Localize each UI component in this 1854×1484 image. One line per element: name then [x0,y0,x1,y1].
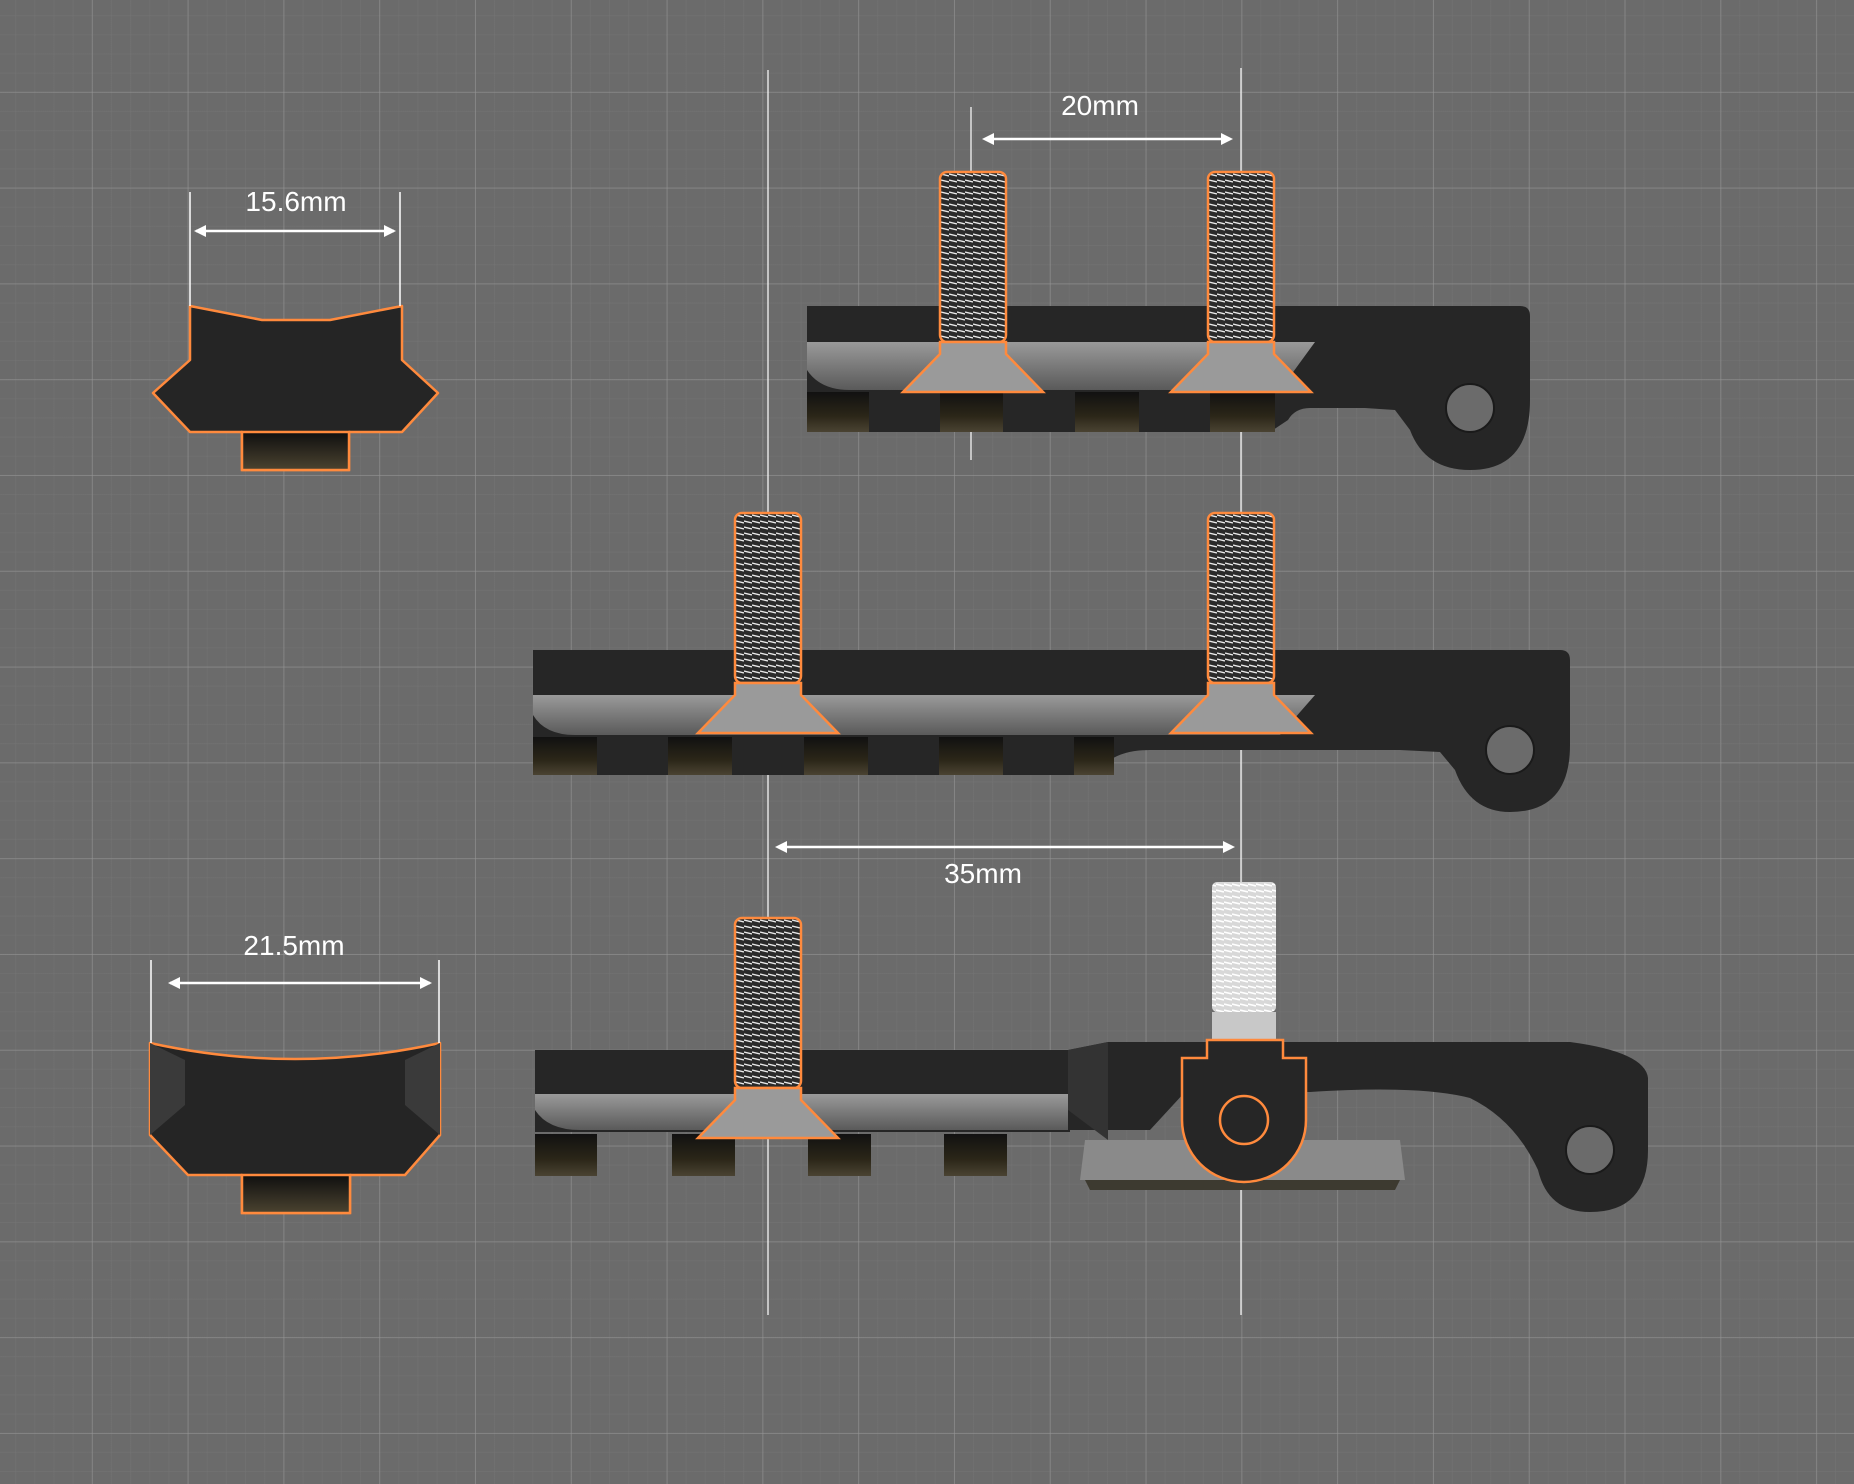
rail-slot [533,737,597,775]
mount-hole-icon [1445,383,1495,433]
rail-slot [939,737,1003,775]
dimension-label-20: 20mm [1061,90,1139,121]
rail-slot [668,737,732,775]
dimension-label-35: 35mm [944,858,1022,889]
profile-foot [240,1173,352,1215]
rail-slot [672,1134,735,1176]
rail-slot [535,1134,597,1176]
rail-slot [944,1134,1007,1176]
profile-section-small: 15.6mm [151,186,440,472]
dimension-label-21-5: 21.5mm [243,930,344,961]
clamp-pin-icon [1218,1094,1270,1146]
rail-long: 35mm [533,511,1570,889]
profile-section-large: 21.5mm [148,930,442,1215]
profile-foot [240,430,351,472]
dimension-label-15-6: 15.6mm [245,186,346,217]
mount-hole-icon [1485,725,1535,775]
rail-slot [804,737,868,775]
profile-body [151,304,440,472]
rail-clamp-assembly [535,882,1648,1212]
rail-short: 20mm [807,90,1530,470]
rail-slot [1210,392,1275,432]
rail-slot [807,392,869,432]
mount-hole-icon [1565,1125,1615,1175]
rail-slot [940,392,1003,432]
clamp-bolt-thread [1212,882,1276,1012]
rail-slot [1074,737,1114,775]
rail-slot [1075,392,1139,432]
rail-slot [808,1134,871,1176]
